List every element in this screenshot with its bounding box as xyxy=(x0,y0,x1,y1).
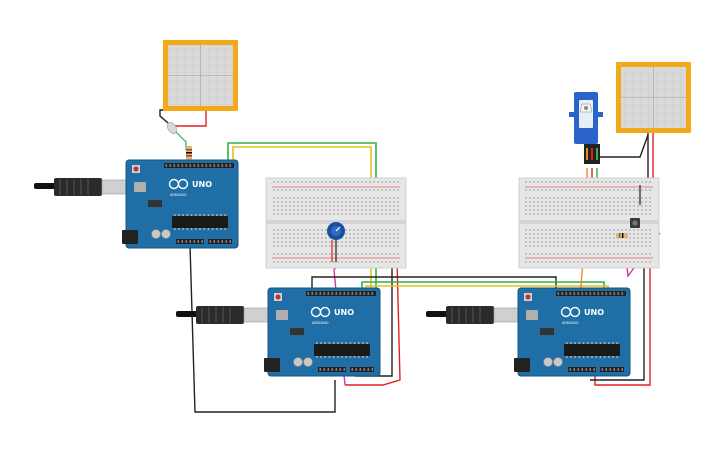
arduino-board xyxy=(125,159,239,249)
board-maker-label: ARDUINO xyxy=(312,321,329,325)
wire-green-led[interactable] xyxy=(175,131,187,150)
arduino-board xyxy=(517,287,631,377)
wire-black-a2-a3[interactable] xyxy=(311,276,557,290)
board-model-label: UNO xyxy=(334,308,354,317)
servo-icon[interactable] xyxy=(569,92,603,164)
led-icon[interactable] xyxy=(166,121,179,135)
arduino-boards: UNO ARDUINO UNO ARDUINO UNO ARDUINO xyxy=(34,159,631,377)
wire-green-a2-a3[interactable] xyxy=(361,281,605,292)
wire-red-bb1[interactable] xyxy=(345,259,401,386)
arduino-1[interactable]: UNO ARDUINO xyxy=(34,159,239,249)
board-model-label: UNO xyxy=(192,180,212,189)
arduino-2[interactable]: UNO ARDUINO xyxy=(176,287,381,377)
wire-black-servo-scope[interactable] xyxy=(596,134,649,158)
board-maker-label: ARDUINO xyxy=(170,193,187,197)
pushbutton[interactable] xyxy=(630,185,641,228)
resistor-1[interactable] xyxy=(186,146,192,160)
wire-black-bb2[interactable] xyxy=(590,258,645,381)
oscilloscope-1[interactable] xyxy=(163,40,238,111)
oscilloscope-2[interactable] xyxy=(616,62,691,133)
wire-black-a1-down[interactable] xyxy=(189,244,336,413)
board-maker-label: ARDUINO xyxy=(562,321,579,325)
potentiometer[interactable] xyxy=(327,222,345,262)
wire-red-led[interactable] xyxy=(172,108,207,127)
board-model-label: UNO xyxy=(584,308,604,317)
arduino-board xyxy=(267,287,381,377)
arduino-3[interactable]: UNO ARDUINO xyxy=(426,287,631,377)
resistor-2[interactable] xyxy=(616,233,628,238)
